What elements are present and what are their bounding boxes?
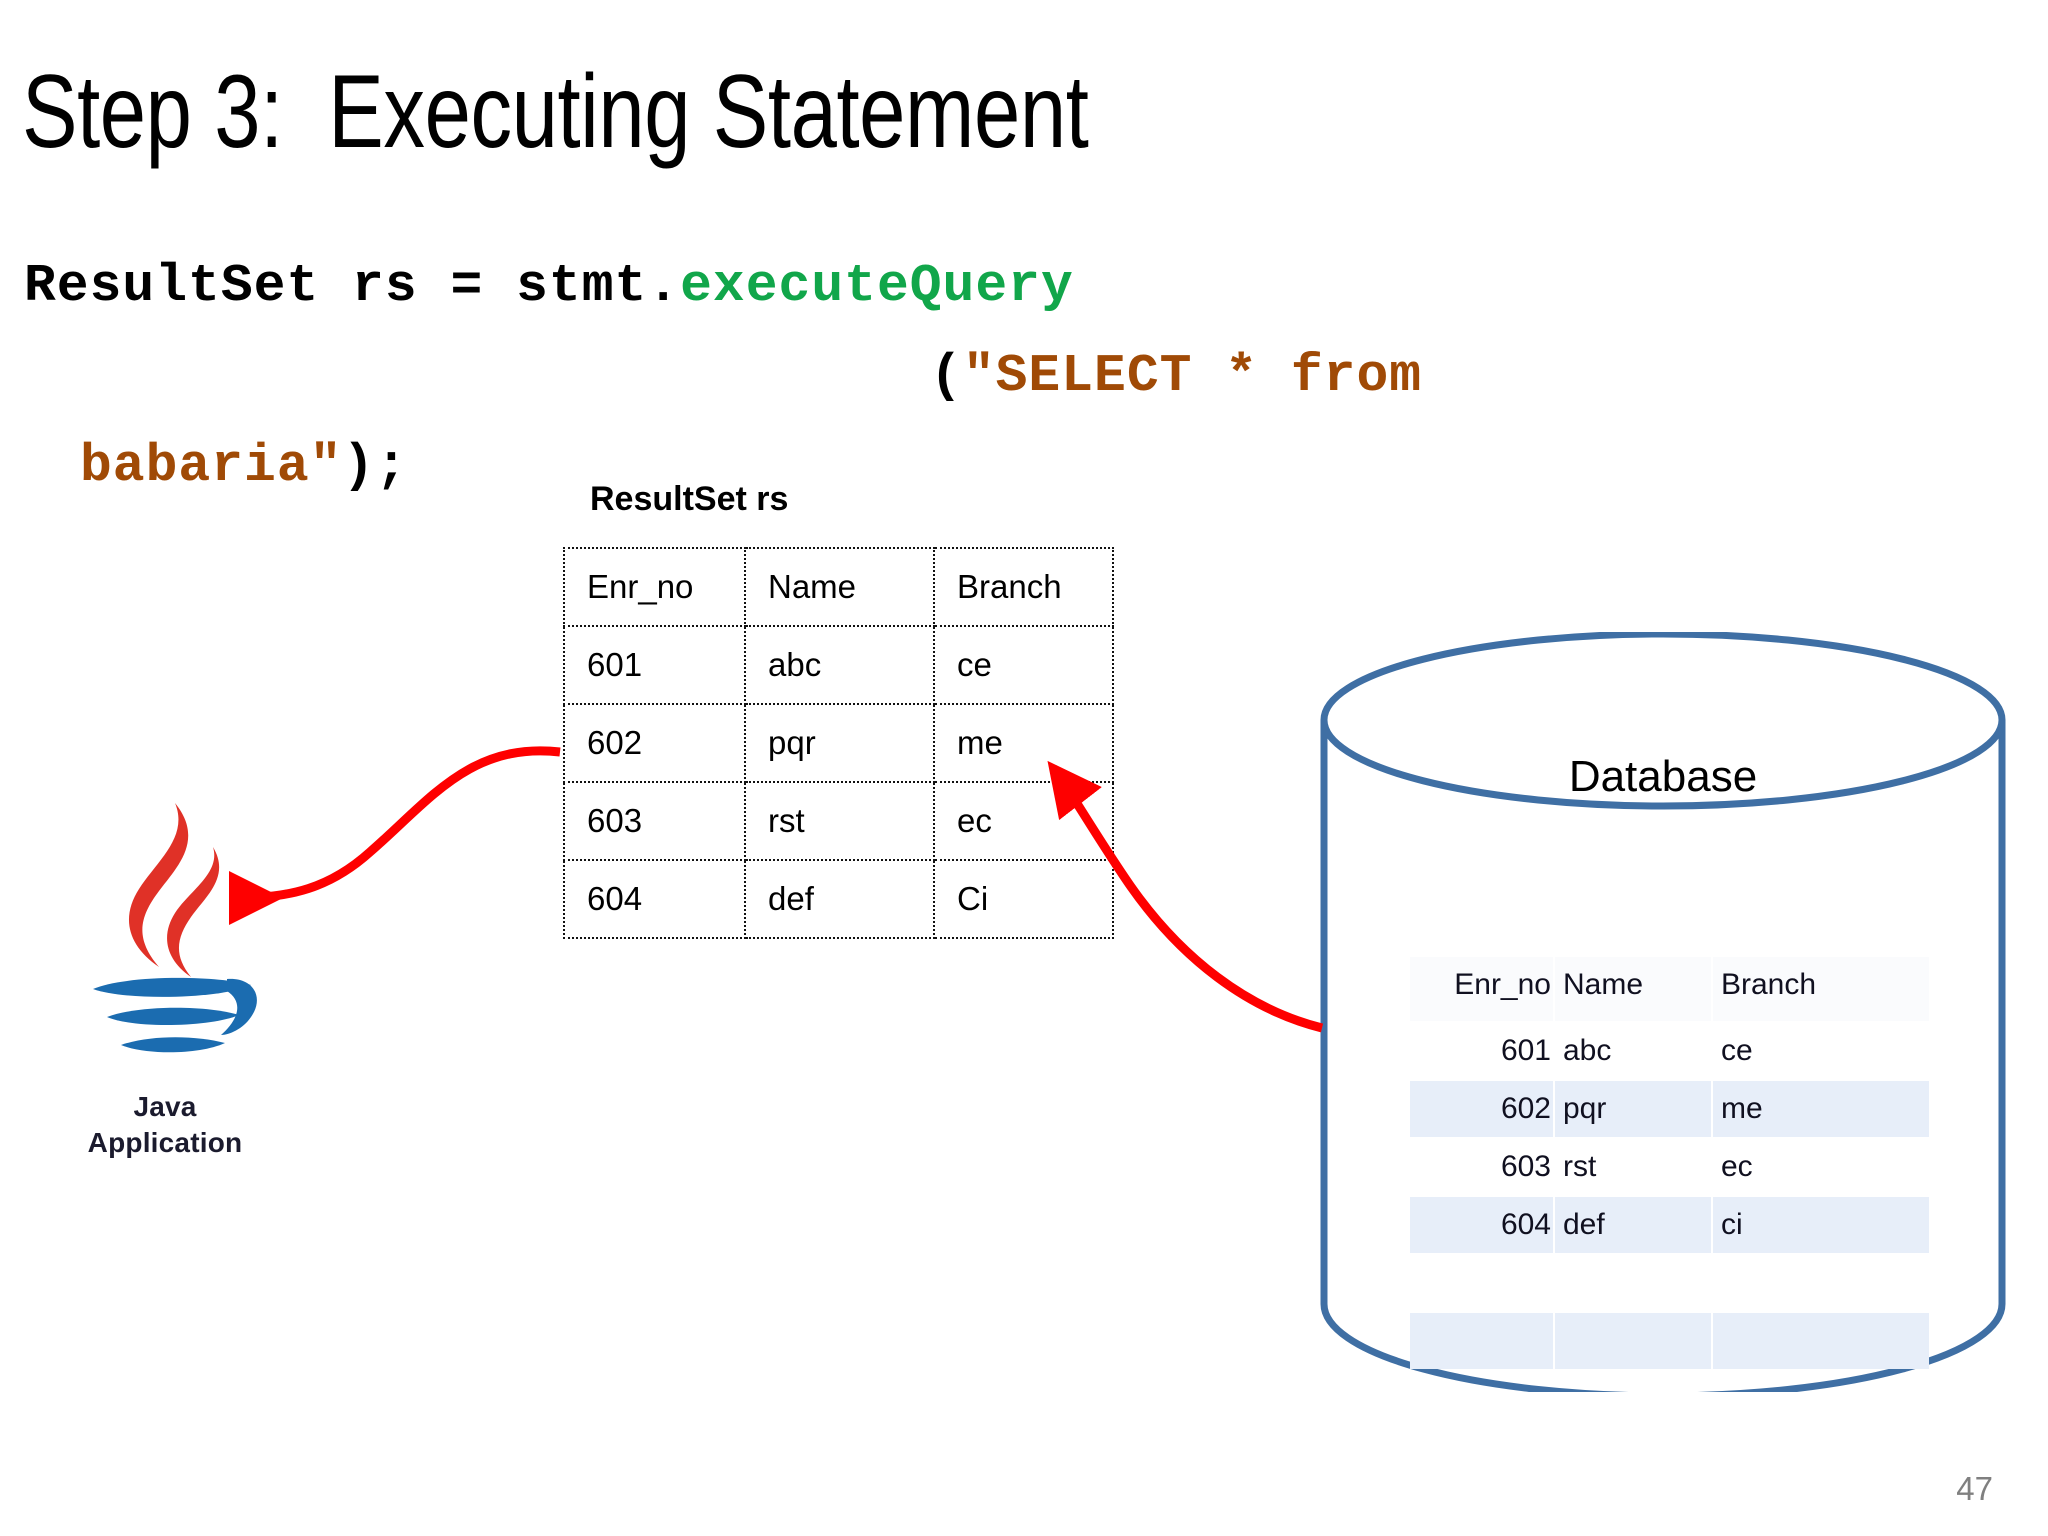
db-cell-name: pqr — [1555, 1081, 1711, 1137]
code-token-plain: ResultSet rs = stmt. — [24, 256, 681, 316]
resultset-col-header-branch: Branch — [933, 547, 1114, 627]
resultset-col-header-enr: Enr_no — [563, 547, 746, 627]
resultset-cell-branch: Ci — [933, 859, 1114, 939]
table-row: 602 pqr me — [563, 703, 1114, 783]
java-application-group: Java Application — [40, 785, 290, 1161]
code-token-string-start: "SELECT * from — [962, 346, 1423, 406]
db-cell-name — [1555, 1313, 1711, 1369]
resultset-cell-branch: ec — [933, 781, 1114, 861]
page-title: Step 3: Executing Statement — [22, 54, 1089, 170]
db-cell-enr — [1410, 1313, 1553, 1369]
resultset-cell-name: pqr — [744, 703, 935, 783]
db-cell-name: def — [1555, 1197, 1711, 1253]
db-cell-branch: ec — [1713, 1139, 1929, 1195]
resultset-cell-name: def — [744, 859, 935, 939]
db-cell-enr: 604 — [1410, 1197, 1553, 1253]
database-label: Database — [1568, 752, 1758, 801]
resultset-table: Enr_no Name Branch 601 abc ce 602 pqr me… — [563, 547, 1114, 939]
table-row: 604 def ci — [1410, 1197, 1929, 1253]
resultset-cell-enr: 604 — [563, 859, 746, 939]
table-row: 604 def Ci — [563, 859, 1114, 939]
code-token-paren: ( — [930, 346, 963, 406]
resultset-cell-branch: me — [933, 703, 1114, 783]
resultset-label: ResultSet rs — [590, 480, 789, 518]
db-cell-enr: 601 — [1410, 1023, 1553, 1079]
table-row: 603 rst ec — [1410, 1139, 1929, 1195]
db-cell-branch — [1713, 1255, 1929, 1311]
resultset-cell-enr: 601 — [563, 625, 746, 705]
table-header-row: Enr_no Name Branch — [563, 547, 1114, 627]
table-row: 601 abc ce — [563, 625, 1114, 705]
code-token-method: executeQuery — [680, 256, 1074, 316]
table-row: 601 abc ce — [1410, 1023, 1929, 1079]
resultset-cell-name: rst — [744, 781, 935, 861]
table-row — [1410, 1255, 1929, 1311]
db-col-header-branch: Branch — [1713, 957, 1929, 1021]
resultset-cell-name: abc — [744, 625, 935, 705]
db-cell-name: rst — [1555, 1139, 1711, 1195]
db-cell-enr — [1410, 1255, 1553, 1311]
java-application-label: Java Application — [87, 1091, 243, 1158]
db-cell-branch: ci — [1713, 1197, 1929, 1253]
code-token-terminator: ); — [342, 436, 409, 496]
db-cell-branch: ce — [1713, 1023, 1929, 1079]
table-header-row: Enr_no Name Branch — [1410, 957, 1929, 1021]
resultset-cell-enr: 603 — [563, 781, 746, 861]
page-number: 47 — [1956, 1470, 1993, 1507]
db-cell-name: abc — [1555, 1023, 1711, 1079]
db-cell-enr: 602 — [1410, 1081, 1553, 1137]
table-row: 603 rst ec — [563, 781, 1114, 861]
table-row — [1410, 1313, 1929, 1369]
resultset-col-header-name: Name — [744, 547, 935, 627]
java-logo-icon — [93, 803, 257, 1053]
db-col-header-enr: Enr_no — [1410, 957, 1553, 1021]
db-col-header-name: Name — [1555, 957, 1711, 1021]
db-cell-enr: 603 — [1410, 1139, 1553, 1195]
database-cylinder: Database — [1318, 630, 2008, 1400]
code-line-2: ("SELECT * from — [930, 346, 1422, 406]
resultset-cell-branch: ce — [933, 625, 1114, 705]
table-row: 602 pqr me — [1410, 1081, 1929, 1137]
db-cell-branch: me — [1713, 1081, 1929, 1137]
resultset-cell-enr: 602 — [563, 703, 746, 783]
db-cell-branch — [1713, 1313, 1929, 1369]
code-line-3: babaria"); — [80, 436, 408, 496]
db-cell-name — [1555, 1255, 1711, 1311]
code-token-string-end: babaria" — [80, 436, 343, 496]
database-table: Enr_no Name Branch 601 abc ce 602 pqr me… — [1408, 955, 1931, 1371]
code-line-1: ResultSet rs = stmt.executeQuery — [24, 256, 1074, 316]
